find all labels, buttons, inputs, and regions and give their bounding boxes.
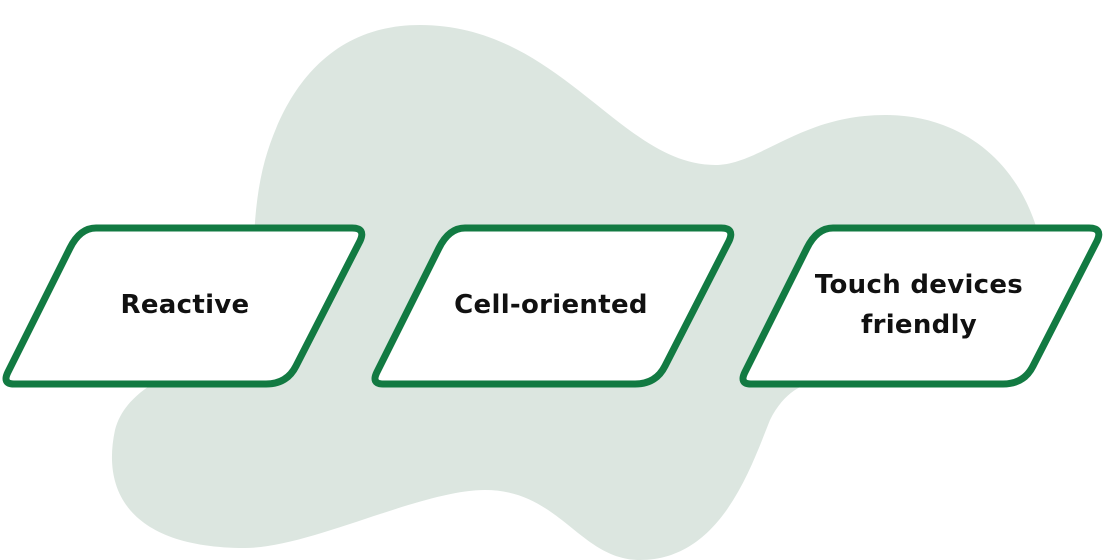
card-label-touch-devices-friendly: Touch devices friendly	[794, 225, 1044, 385]
card-touch-devices-friendly	[739, 224, 1103, 388]
card-cell-oriented	[371, 224, 735, 388]
card-label-line: Touch devices	[814, 270, 1024, 300]
card-label-reactive: Reactive	[60, 225, 310, 385]
card-label-line: Reactive	[120, 290, 250, 320]
card-label-line: Cell-oriented	[454, 290, 648, 320]
card-label-cell-oriented: Cell-oriented	[426, 225, 676, 385]
card-reactive	[2, 224, 366, 388]
card-label-line: friendly	[860, 310, 978, 340]
